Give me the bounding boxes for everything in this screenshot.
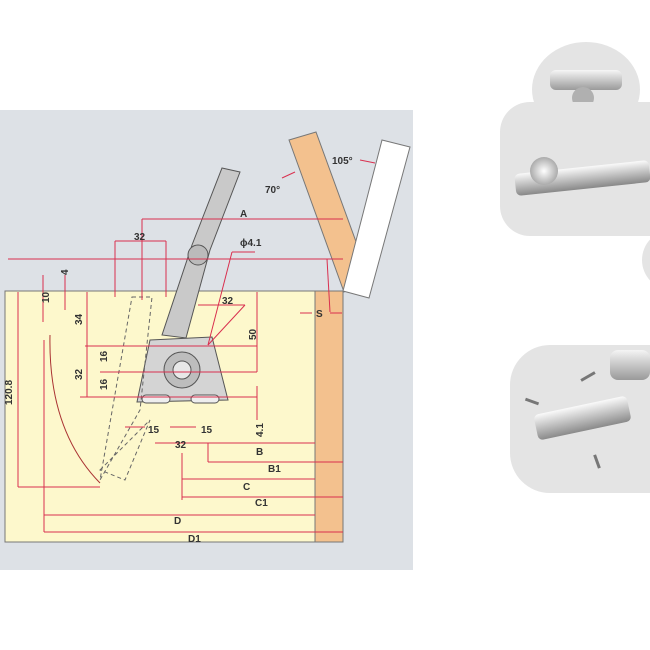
dim-B: B — [256, 447, 263, 458]
dim-S: S — [316, 309, 323, 320]
lid-open-105 — [342, 139, 411, 299]
dim-C: C — [243, 482, 250, 493]
product-photo-hinge-with-screws — [510, 345, 650, 493]
dim-C1: C1 — [255, 498, 268, 509]
dim-4-1: 4.1 — [255, 423, 266, 437]
dim-15b: 15 — [201, 425, 213, 436]
dim-D1: D1 — [188, 534, 201, 545]
dim-16b: 16 — [99, 378, 110, 390]
dim-34: 34 — [74, 313, 85, 325]
dim-D: D — [174, 516, 181, 527]
product-photo-hinge-side — [500, 102, 650, 236]
angle-105-label: 105° — [332, 156, 353, 167]
dim-hole: ϕ4.1 — [240, 238, 262, 249]
dim-10: 10 — [41, 291, 52, 303]
dim-height: 120.8 — [4, 380, 15, 405]
dim-50: 50 — [248, 328, 259, 340]
dim-16a: 16 — [99, 350, 110, 362]
dim-32-horizontal: 32 — [175, 440, 187, 451]
angle-70-label: 70° — [265, 185, 280, 196]
cabinet-lid — [314, 290, 344, 543]
dim-15a: 15 — [148, 425, 160, 436]
dim-4: 4 — [60, 269, 71, 275]
product-photo-partial — [642, 230, 650, 290]
dim-32-vertical: 32 — [74, 368, 85, 380]
dim-right-32: 32 — [222, 296, 234, 307]
dim-B1: B1 — [268, 464, 281, 475]
dim-top-32: 32 — [134, 232, 146, 243]
dim-A: A — [240, 209, 247, 220]
dimension-lines — [8, 218, 343, 533]
